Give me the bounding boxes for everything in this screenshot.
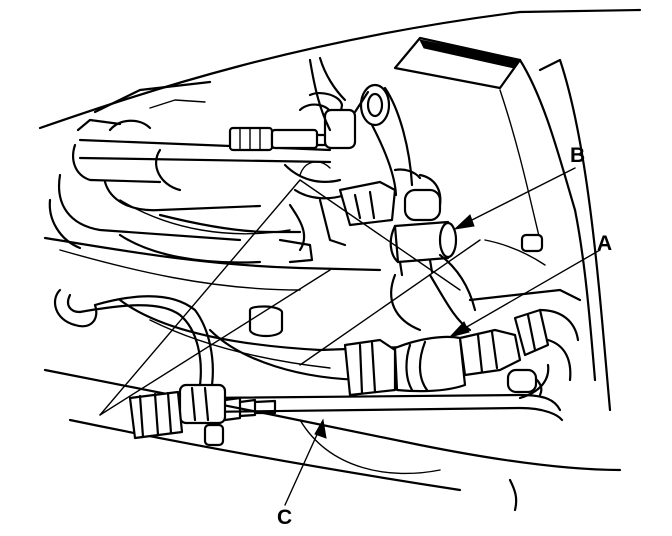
intake-hose-assembly (48, 56, 414, 264)
callout-label-c: C (277, 506, 292, 529)
callout-arrow-c (284, 418, 327, 506)
fuel-rail-connector (278, 168, 458, 277)
sensor-harness-c (53, 288, 564, 447)
callout-label-a: A (597, 232, 612, 255)
hose-fitting-a (343, 233, 582, 397)
callout-label-b: B (570, 144, 585, 167)
callout-arrow-a (448, 249, 601, 338)
callout-arrow-b (453, 167, 576, 230)
leader-lines (99, 179, 481, 416)
body-panel-lines (38, 8, 642, 512)
